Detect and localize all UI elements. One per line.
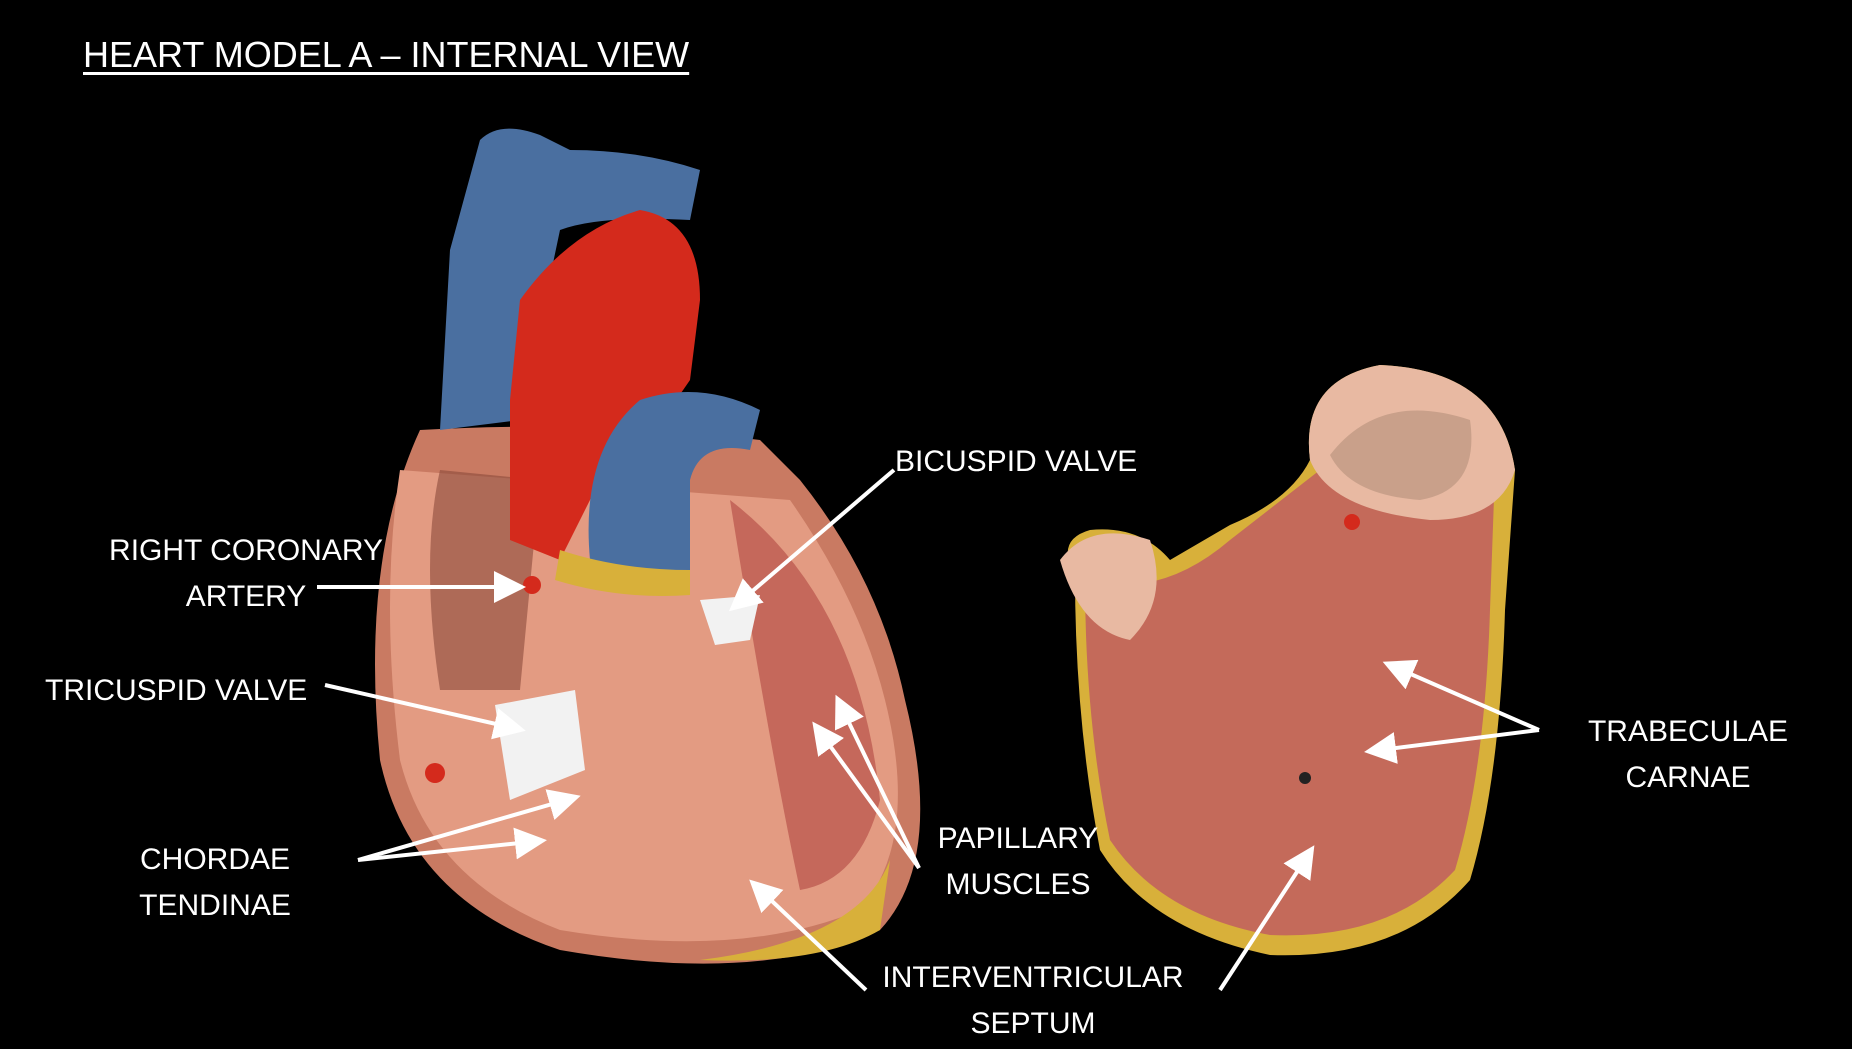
- arrow-septum-2: [1218, 845, 1315, 992]
- label-line: TENDINAE: [139, 889, 291, 922]
- arrow-chordae-2: [357, 827, 547, 862]
- label-papillary-muscles: PAPILLARY MUSCLES: [938, 816, 1099, 908]
- label-tricuspid-valve: TRICUSPID VALVE: [45, 674, 308, 707]
- label-bicuspid-valve: BICUSPID VALVE: [895, 445, 1138, 478]
- label-chordae-tendinae: CHORDAE TENDINAE: [139, 837, 291, 929]
- label-line: CHORDAE: [139, 843, 290, 876]
- arrow-septum-1: [749, 879, 868, 992]
- label-line: ARTERY: [185, 580, 307, 613]
- label-interventricular-septum: INTERVENTRICULAR SEPTUM: [882, 955, 1183, 1047]
- arrow-chordae-1: [357, 789, 581, 862]
- label-line: TRABECULAE: [1587, 715, 1789, 748]
- arrow-trabeculae-2: [1364, 728, 1540, 764]
- label-line: MUSCLES: [945, 868, 1091, 901]
- label-line: SEPTUM: [970, 1007, 1096, 1040]
- label-line: INTERVENTRICULAR: [882, 961, 1184, 994]
- arrow-papillary-2: [835, 694, 921, 869]
- heart-left-ventricle-section: [1060, 365, 1515, 956]
- label-right-coronary-artery: RIGHT CORONARY ARTERY: [109, 528, 383, 620]
- arrow-tricuspid-valve: [324, 683, 526, 740]
- label-line: PAPILLARY: [937, 822, 1099, 855]
- arrow-bicuspid-valve: [728, 468, 896, 612]
- arrow-papillary-1: [812, 721, 921, 870]
- page-title: HEART MODEL A – INTERNAL VIEW: [83, 34, 690, 75]
- heart-whole-section: [375, 128, 921, 964]
- label-trabeculae-carnae: TRABECULAE CARNAE: [1588, 709, 1788, 801]
- label-line: RIGHT CORONARY: [109, 534, 383, 567]
- arrow-trabeculae-1: [1382, 659, 1540, 732]
- label-line: CARNAE: [1625, 761, 1751, 794]
